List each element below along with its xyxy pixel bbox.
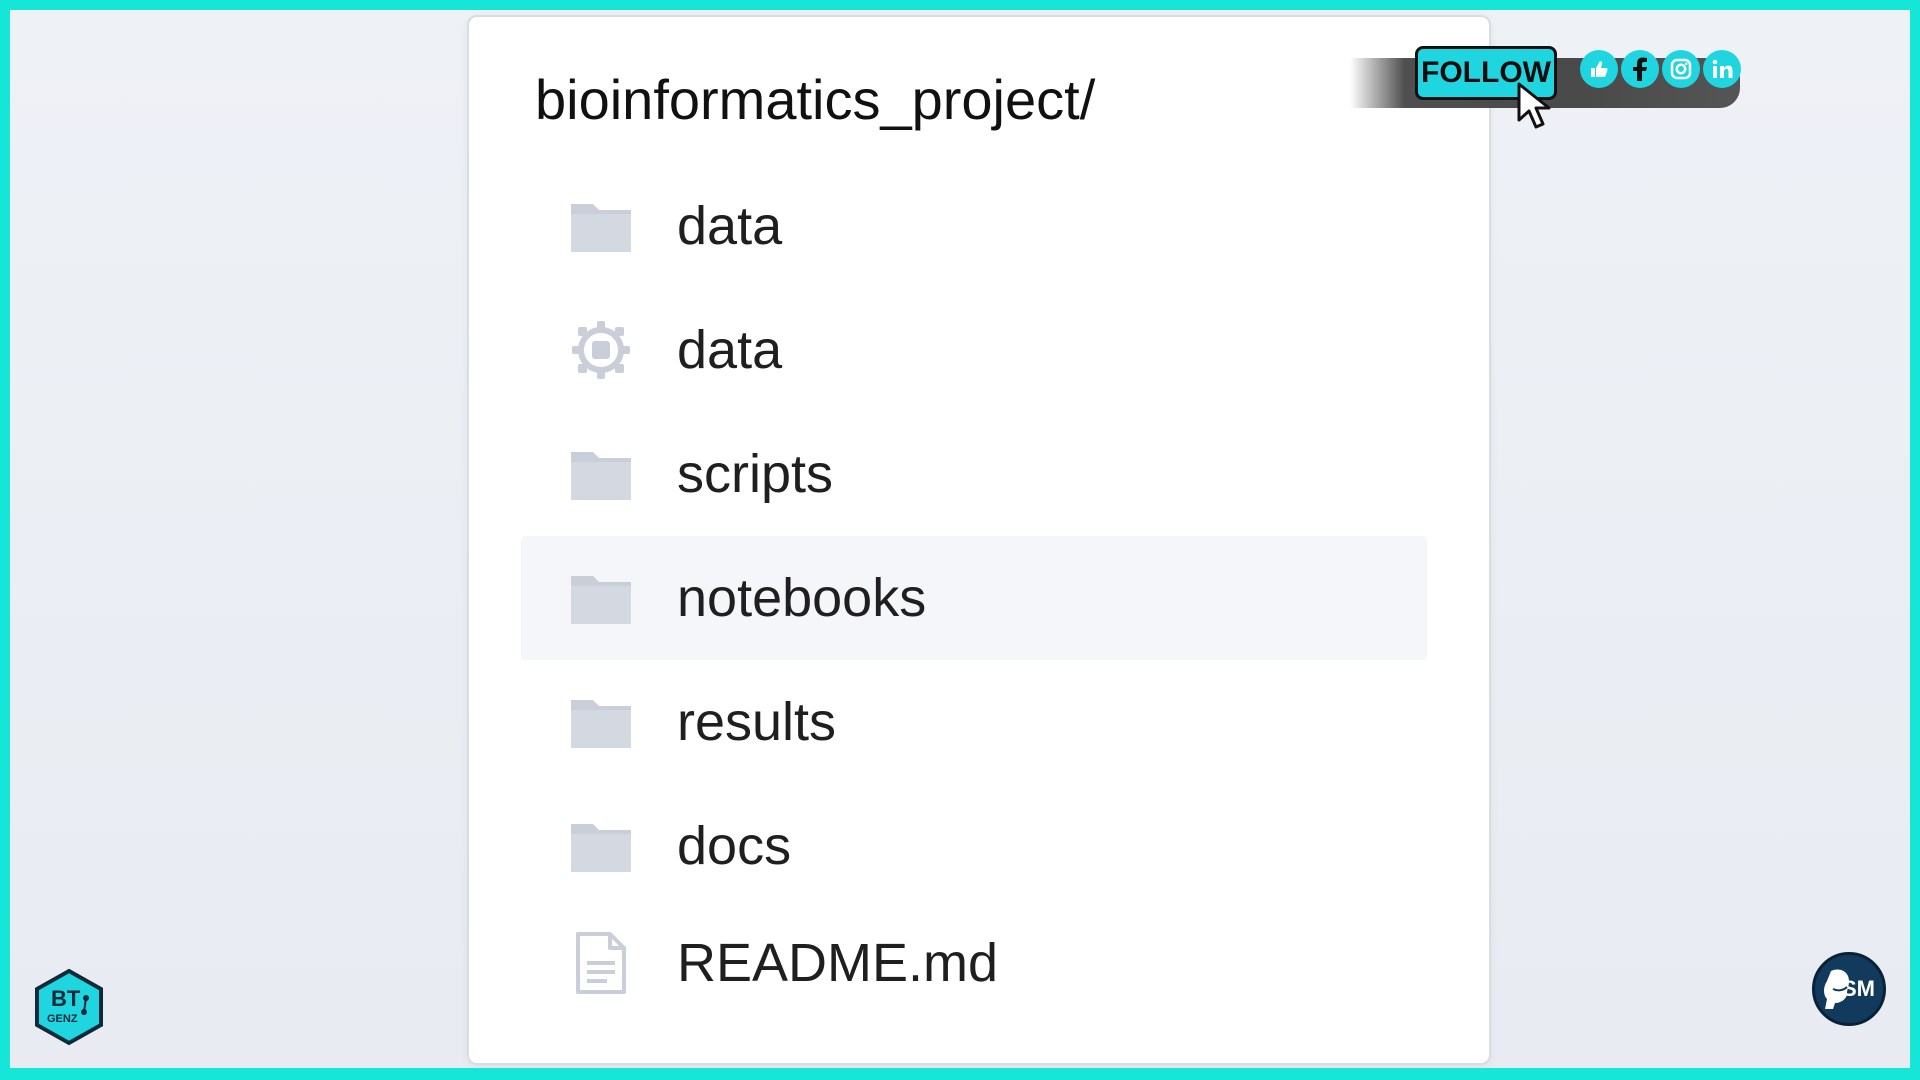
svg-text:BT: BT xyxy=(51,986,81,1011)
item-label: data xyxy=(677,196,783,256)
file-explorer-panel: bioinformatics_project/ data xyxy=(467,15,1491,1065)
follow-button[interactable]: FOLLOW xyxy=(1415,46,1557,100)
follow-overlay: FOLLOW xyxy=(1350,36,1750,129)
item-label: data xyxy=(677,320,783,380)
folder-title: bioinformatics_project/ xyxy=(535,68,1096,131)
like-icon[interactable] xyxy=(1580,50,1618,88)
file-list: data xyxy=(521,164,1427,1018)
item-label: scripts xyxy=(677,444,834,504)
linkedin-icon[interactable] xyxy=(1703,50,1741,88)
item-label: docs xyxy=(677,816,792,876)
gear-icon xyxy=(569,318,633,382)
folder-icon xyxy=(569,442,633,506)
list-item-scripts-folder[interactable]: scripts xyxy=(521,412,1427,536)
list-item-readme-file[interactable]: README.md xyxy=(521,908,1427,1018)
document-icon xyxy=(569,931,633,995)
item-label: README.md xyxy=(677,933,999,993)
instagram-icon[interactable] xyxy=(1662,50,1700,88)
list-item-docs-folder[interactable]: docs xyxy=(521,784,1427,908)
list-item-notebooks-folder[interactable]: notebooks xyxy=(521,536,1427,660)
bt-genz-logo: BT GENZ xyxy=(34,968,104,1046)
screen-background: bioinformatics_project/ data xyxy=(10,10,1910,1068)
facebook-icon[interactable] xyxy=(1621,50,1659,88)
folder-icon xyxy=(569,194,633,258)
svg-text:GENZ: GENZ xyxy=(47,1013,78,1025)
folder-icon xyxy=(569,566,633,630)
list-item-data-folder[interactable]: data xyxy=(521,164,1427,288)
creator-avatar-logo: SM xyxy=(1812,952,1886,1026)
item-label: notebooks xyxy=(677,568,927,628)
list-item-results-folder[interactable]: results xyxy=(521,660,1427,784)
folder-icon xyxy=(569,814,633,878)
folder-icon xyxy=(569,690,633,754)
pointer-cursor-icon xyxy=(1515,82,1555,135)
item-label: results xyxy=(677,692,837,752)
list-item-data-settings[interactable]: data xyxy=(521,288,1427,412)
